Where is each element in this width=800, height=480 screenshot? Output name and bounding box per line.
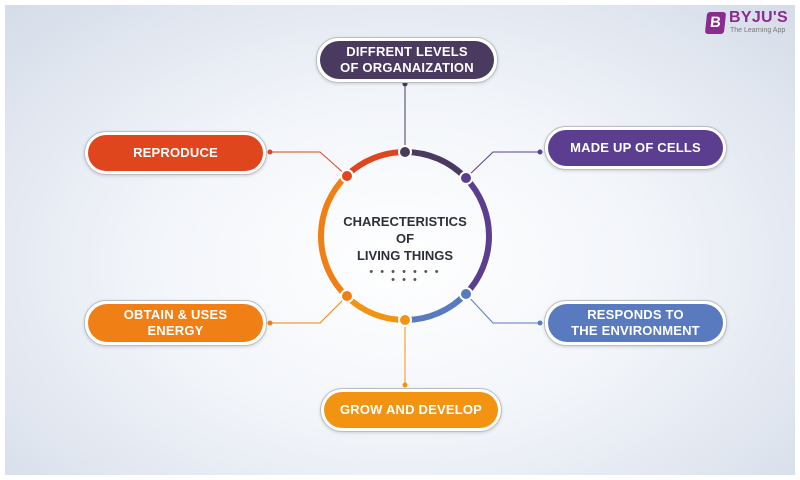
node-responds-fill: RESPONDS TO THE ENVIRONMENT bbox=[548, 304, 723, 342]
ring-node-grow bbox=[398, 313, 412, 327]
ring-arc-cells-responds bbox=[463, 176, 492, 296]
node-levels: DIFFRENT LEVELS OF ORGANAIZATION bbox=[316, 37, 498, 83]
center-title-line: CHARECTERISTICS bbox=[343, 214, 467, 229]
node-cells-label: MADE UP OF CELLS bbox=[570, 140, 701, 155]
node-responds-label: RESPONDS TO bbox=[587, 307, 684, 322]
node-grow-label: GROW AND DEVELOP bbox=[339, 402, 483, 417]
endpoint-energy bbox=[267, 320, 273, 326]
node-energy: OBTAIN & USES ENERGY bbox=[84, 300, 267, 346]
ring-arc-levels-cells bbox=[404, 149, 469, 181]
endpoint-cells bbox=[537, 149, 543, 155]
node-reproduce: REPRODUCE bbox=[84, 131, 267, 175]
endpoint-grow bbox=[402, 382, 408, 388]
ring-arc-reproduce-levels bbox=[344, 149, 406, 178]
node-energy-fill: OBTAIN & USES ENERGY bbox=[88, 304, 263, 342]
node-levels-label: OF ORGANAIZATION bbox=[340, 60, 474, 75]
node-reproduce-label: REPRODUCE bbox=[133, 145, 218, 160]
center-title-line: OF bbox=[395, 231, 415, 246]
node-reproduce-fill: REPRODUCE bbox=[88, 135, 263, 171]
center-title-line: LIVING THINGS bbox=[356, 248, 454, 263]
node-energy-label: OBTAIN & USES bbox=[123, 307, 228, 322]
ring-node-cells bbox=[459, 171, 473, 185]
node-responds: RESPONDS TO THE ENVIRONMENT bbox=[544, 300, 727, 346]
node-energy-label: ENERGY bbox=[147, 323, 204, 338]
endpoint-reproduce bbox=[267, 149, 273, 155]
node-levels-fill: DIFFRENT LEVELS OF ORGANAIZATION bbox=[320, 41, 494, 79]
node-grow: GROW AND DEVELOP bbox=[320, 388, 502, 432]
node-levels-label: DIFFRENT LEVELS bbox=[346, 44, 468, 59]
connector-cells bbox=[465, 151, 540, 179]
connector-reproduce bbox=[270, 151, 348, 177]
ring-node-levels bbox=[398, 145, 412, 159]
logo-badge-icon: B bbox=[704, 12, 727, 34]
connector-energy bbox=[270, 295, 348, 324]
node-responds-label: THE ENVIRONMENT bbox=[571, 323, 700, 338]
ring-arc-grow-energy bbox=[344, 294, 406, 323]
ring-node-responds bbox=[459, 287, 473, 301]
byjus-logo: B BYJU'S The Learning App bbox=[704, 9, 790, 36]
logo-tagline: The Learning App bbox=[730, 27, 786, 34]
connector-responds bbox=[465, 293, 540, 324]
endpoint-responds bbox=[537, 320, 543, 326]
ring-arc-responds-grow bbox=[404, 291, 469, 323]
node-grow-fill: GROW AND DEVELOP bbox=[324, 392, 498, 428]
center-dotted-divider: • • • • • • • • • • bbox=[369, 266, 441, 286]
logo-name: BYJU'S bbox=[729, 9, 788, 26]
ring-arc-energy-reproduce bbox=[317, 173, 349, 299]
node-cells-fill: MADE UP OF CELLS bbox=[548, 130, 723, 166]
ring-node-energy bbox=[340, 289, 354, 303]
ring-node-reproduce bbox=[340, 169, 354, 183]
node-cells: MADE UP OF CELLS bbox=[544, 126, 727, 170]
center-title: CHARECTERISTICS OF LIVING THINGS bbox=[315, 213, 495, 264]
